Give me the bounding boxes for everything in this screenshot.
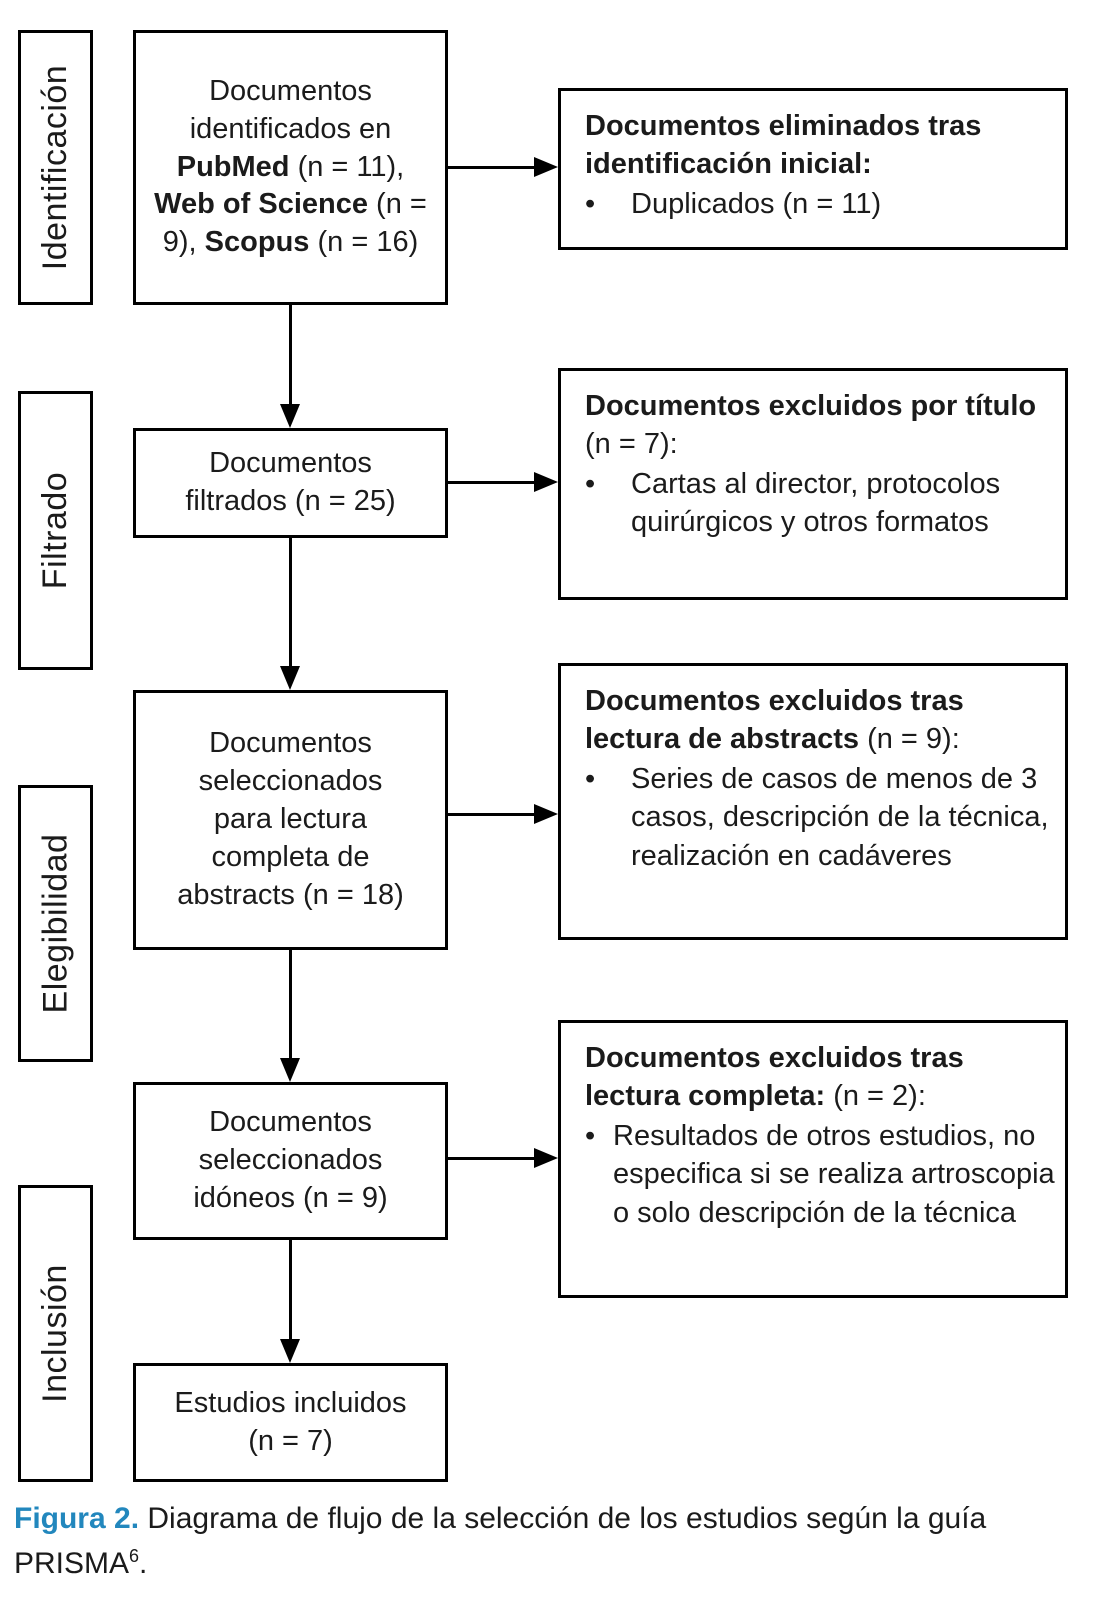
exclusion-box-title: Documentos excluidos por título (n = 7):… (558, 368, 1068, 600)
exclusion-box-abstracts-bullet-text: Series de casos de menos de 3 casos, des… (631, 763, 1049, 872)
exclusion-box-abstracts-heading: Documentos excluidos tras lectura de abs… (585, 685, 964, 756)
exclusion-box-initial-bullet-text: Duplicados (n = 11) (631, 188, 882, 221)
figure-caption: Figura 2. Diagrama de flujo de la selecc… (14, 1496, 1054, 1586)
flow-box-included-text: Estudios incluidos (n = 7) (174, 1386, 407, 1457)
flow-box-abstract-reading-text: Documentos seleccionados para lectura co… (177, 727, 404, 911)
bullet-icon: • (585, 188, 596, 221)
bullet-icon: • (585, 763, 596, 796)
arrow-right-icon (534, 804, 558, 824)
arrow-down-icon (280, 666, 300, 690)
flow-box-filtered-text: Documentos filtrados (n = 25) (185, 447, 396, 517)
arrow-line-down-1 (289, 305, 292, 404)
bullet-icon: • (585, 1120, 596, 1153)
exclusion-box-title-bullet-text: Cartas al director, protocolos quirúrgic… (631, 468, 1001, 539)
stage-identificacion-label: Identificación (36, 64, 74, 271)
stage-elegibilidad-label: Elegibilidad (36, 833, 74, 1014)
exclusion-box-title-bullet: • Cartas al director, protocolos quirúrg… (585, 465, 1055, 541)
flow-box-eligible-text: Documentos seleccionados idóneos (n = 9) (193, 1106, 388, 1214)
exclusion-box-abstracts-bullet: • Series de casos de menos de 3 casos, d… (585, 760, 1055, 874)
exclusion-box-initial-bullet: • Duplicados (n = 11) (585, 185, 1055, 223)
arrow-line-down-2 (289, 538, 292, 666)
arrow-line-down-4 (289, 1240, 292, 1339)
exclusion-box-fulltext-bullet-text: Resultados de otros estudios, no especif… (613, 1120, 1055, 1229)
arrow-line-right-1 (448, 166, 534, 169)
stage-elegibilidad: Elegibilidad (18, 785, 93, 1062)
exclusion-box-fulltext: Documentos excluidos tras lectura comple… (558, 1020, 1068, 1298)
exclusion-box-initial-heading: Documentos eliminados tras identificació… (585, 110, 982, 181)
stage-filtrado: Filtrado (18, 391, 93, 670)
arrow-line-right-2 (448, 481, 534, 484)
arrow-right-icon (534, 472, 558, 492)
exclusion-box-fulltext-bullet: • Resultados de otros estudios, no espec… (585, 1117, 1055, 1231)
arrow-line-right-4 (448, 1157, 534, 1160)
flow-box-identified-text: Documentos identificados en PubMed (n = … (154, 74, 427, 259)
arrow-line-down-3 (289, 950, 292, 1058)
figure-caption-body: Diagrama de flujo de la selección de los… (14, 1502, 987, 1580)
stage-filtrado-label: Filtrado (36, 471, 74, 590)
figure-caption-superscript: 6 (129, 1546, 140, 1566)
bullet-icon: • (585, 468, 596, 501)
exclusion-box-abstracts: Documentos excluidos tras lectura de abs… (558, 663, 1068, 940)
arrow-down-icon (280, 1058, 300, 1082)
flow-box-filtered: Documentos filtrados (n = 25) (133, 428, 448, 538)
arrow-down-icon (280, 404, 300, 428)
figure-caption-period: . (139, 1547, 148, 1580)
exclusion-box-title-heading: Documentos excluidos por título (n = 7): (585, 390, 1037, 461)
arrow-down-icon (280, 1339, 300, 1363)
figure-caption-label: Figura 2. (14, 1502, 140, 1535)
flow-box-included: Estudios incluidos (n = 7) (133, 1363, 448, 1482)
flow-box-abstract-reading: Documentos seleccionados para lectura co… (133, 690, 448, 950)
flow-box-identified: Documentos identificados en PubMed (n = … (133, 30, 448, 305)
stage-inclusion-label: Inclusión (36, 1264, 75, 1403)
stage-inclusion: Inclusión (18, 1185, 93, 1482)
exclusion-box-fulltext-heading: Documentos excluidos tras lectura comple… (585, 1042, 964, 1113)
stage-identificacion: Identificación (18, 30, 93, 305)
exclusion-box-initial: Documentos eliminados tras identificació… (558, 88, 1068, 250)
flow-box-eligible: Documentos seleccionados idóneos (n = 9) (133, 1082, 448, 1240)
arrow-line-right-3 (448, 813, 534, 816)
arrow-right-icon (534, 1148, 558, 1168)
arrow-right-icon (534, 157, 558, 177)
